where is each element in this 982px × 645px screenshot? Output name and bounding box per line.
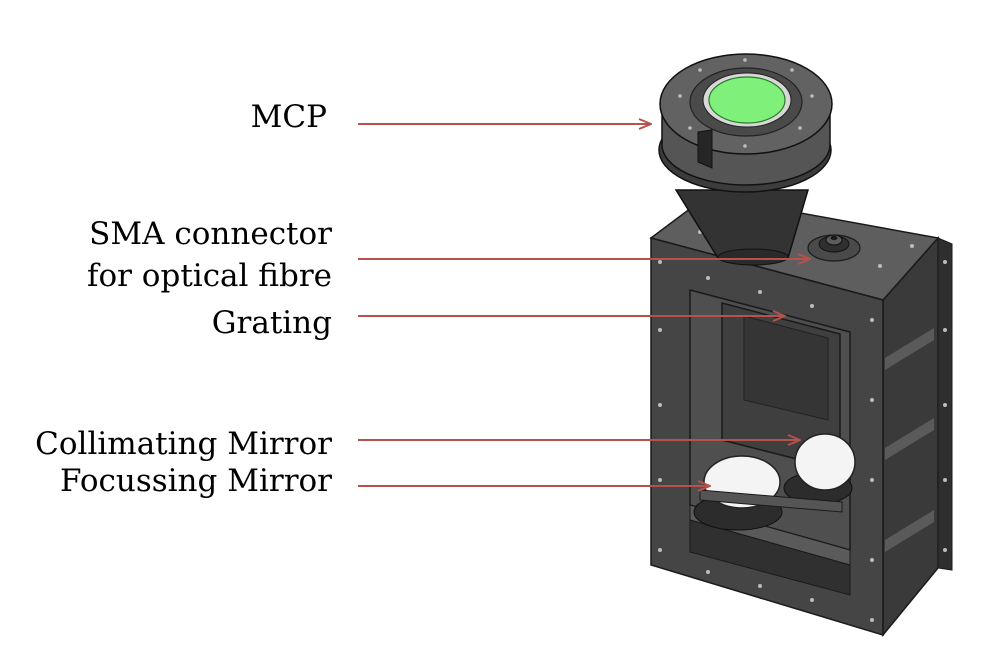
grating-recess	[743, 315, 829, 421]
label-sma-line2: for optical fibre	[87, 258, 332, 294]
label-grating: Grating	[211, 305, 332, 341]
leader-arrows	[358, 124, 810, 486]
spectrometer-housing	[649, 195, 953, 638]
side-rib-mid	[885, 418, 934, 460]
mcp-phosphor-screen	[708, 76, 786, 124]
label-mcp: MCP	[250, 99, 327, 135]
label-sma-connector: SMA connector for optical fibre	[87, 213, 332, 297]
sma-connector	[807, 234, 861, 262]
bolt-holes	[658, 230, 947, 622]
label-focussing-mirror: Focussing Mirror	[60, 463, 332, 499]
collimating-mirror	[794, 433, 856, 491]
mcp-detector	[658, 53, 833, 266]
label-sma-line1: SMA connector	[89, 216, 332, 252]
label-collimating-mirror: Collimating Mirror	[35, 426, 332, 462]
mirror-tray	[699, 489, 843, 513]
side-rib-top	[885, 328, 934, 370]
mcp-slot	[697, 129, 713, 169]
side-rib-low	[885, 510, 934, 552]
mcp-bolts	[678, 58, 814, 148]
lower-opening	[689, 519, 851, 596]
